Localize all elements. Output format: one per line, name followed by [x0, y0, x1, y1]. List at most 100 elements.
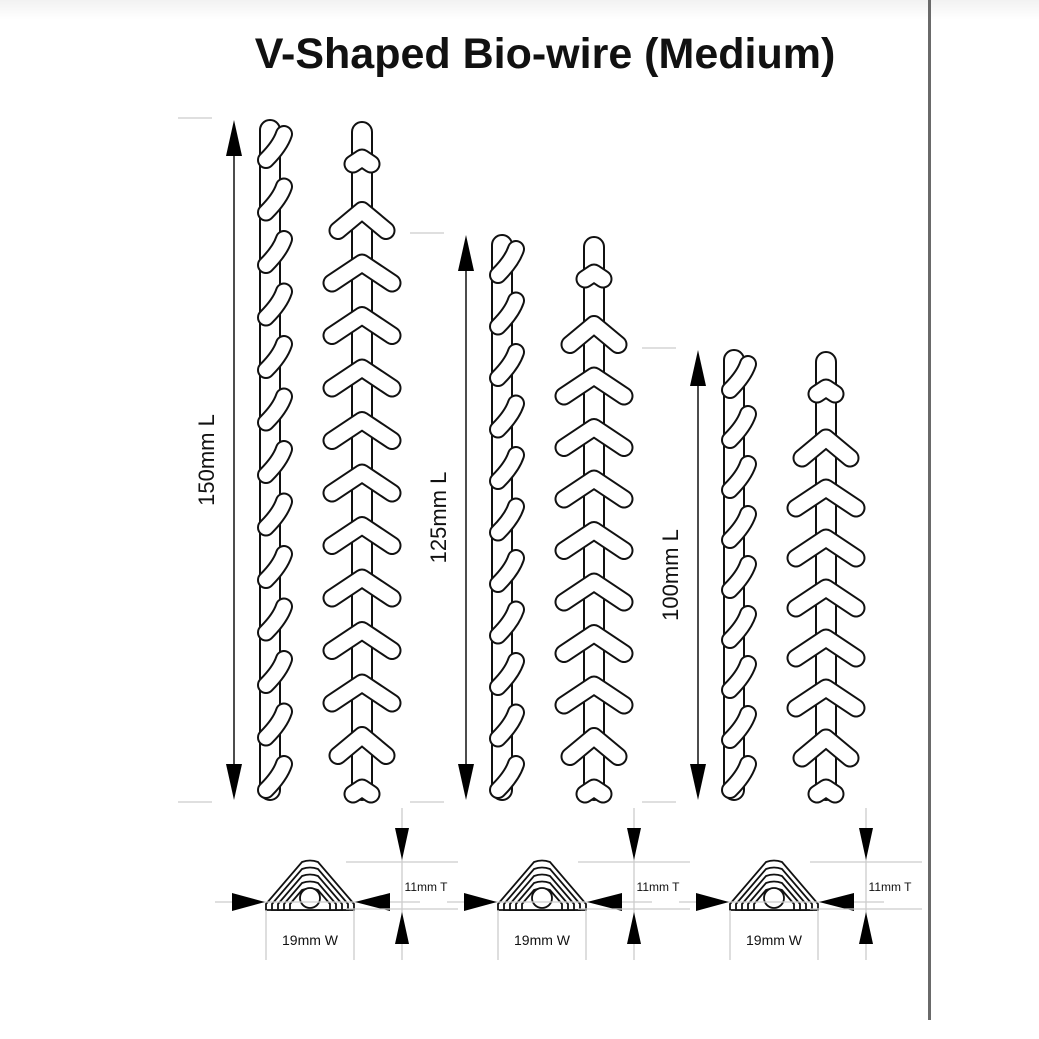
side-view-lobe-fill [723, 657, 755, 697]
length-label: 150mm L [194, 414, 219, 506]
side-view-lobe-fill [491, 345, 523, 385]
front-view-chevron-fill [809, 380, 843, 402]
side-view-lobe-fill [259, 494, 291, 535]
wire-group-2 [489, 234, 634, 804]
side-view-lobe-fill [259, 704, 291, 745]
thickness-arrow-up-icon [395, 912, 409, 944]
side-view-lobe-fill [723, 507, 755, 547]
side-view-lobe-fill [259, 284, 291, 325]
side-view-lobe-fill [491, 551, 523, 591]
front-view-chevron-fill [556, 523, 632, 558]
side-view-lobe-fill [259, 179, 291, 220]
side-view-lobe-fill [259, 547, 291, 587]
side-view-lobe-fill [723, 607, 755, 647]
thickness-arrow-up-icon [859, 912, 873, 944]
thickness-arrow-down-icon [627, 828, 641, 860]
front-view-chevron-fill [324, 623, 400, 658]
front-view-chevron-fill [324, 518, 400, 553]
length-arrow-up-icon [458, 235, 474, 271]
thickness-arrow-up-icon [627, 912, 641, 944]
front-view-chevron-fill [345, 150, 379, 172]
front-view-chevron-fill [556, 420, 632, 455]
front-view-chevron-fill [788, 580, 864, 616]
front-view-chevron-fill [556, 471, 632, 507]
front-view-chevron-fill [330, 728, 394, 763]
side-view-lobe-fill [723, 557, 755, 597]
side-view-lobe-fill [491, 705, 523, 746]
side-view-lobe-fill [491, 654, 523, 694]
width-label: 19mm W [746, 932, 803, 948]
thickness-label: 11mm T [869, 880, 913, 894]
side-view-lobe-fill [723, 357, 755, 397]
side-view-lobe-fill [491, 396, 523, 437]
thickness-arrow-down-icon [395, 828, 409, 860]
length-arrow-up-icon [226, 120, 242, 156]
side-view-lobe-fill [491, 242, 523, 282]
front-view-chevron-fill [556, 368, 632, 404]
front-view-chevron-fill [324, 675, 400, 711]
side-view-lobe-fill [259, 337, 291, 377]
front-view-chevron-fill [788, 630, 864, 666]
page-edge-divider [928, 0, 931, 1020]
front-view-chevron-fill [794, 430, 858, 466]
side-view-lobe-fill [259, 652, 291, 692]
cross-section-profile [729, 859, 819, 911]
diagram-title: V-Shaped Bio-wire (Medium) [254, 30, 836, 78]
front-view-chevron-fill [556, 626, 632, 661]
width-arrow-left-icon [355, 893, 390, 911]
side-view-lobe-fill [491, 757, 523, 797]
side-view-lobe-fill [259, 232, 291, 272]
cross-section-core [763, 887, 785, 909]
width-label: 19mm W [514, 932, 571, 948]
side-view-lobe-fill [491, 448, 523, 488]
length-label: 100mm L [658, 529, 683, 621]
front-view-chevron-fill [324, 360, 400, 396]
width-arrow-right-icon [232, 893, 265, 911]
side-view-lobe-fill [491, 293, 523, 334]
front-view-chevron-fill [577, 780, 611, 802]
width-label: 19mm W [282, 932, 339, 948]
front-view-chevron-fill [577, 265, 611, 287]
side-view-lobe-fill [723, 707, 755, 747]
side-view-lobe-fill [259, 442, 291, 482]
front-view-chevron-fill [794, 730, 858, 766]
width-arrow-right-icon [464, 893, 497, 911]
front-view-chevron-fill [809, 780, 843, 802]
side-view-lobe-fill [491, 602, 523, 643]
front-view-chevron-fill [556, 677, 632, 713]
cross-section-core [531, 887, 553, 909]
top-bar [0, 0, 1039, 20]
front-view-chevron-fill [324, 255, 400, 291]
length-label: 125mm L [426, 472, 451, 564]
front-view-chevron-fill [324, 570, 400, 606]
wire-group-1 [257, 119, 402, 804]
front-view-chevron-fill [562, 729, 626, 764]
wire-group-3 [721, 349, 866, 804]
thickness-label: 11mm T [405, 880, 449, 894]
side-view-lobe-fill [491, 499, 523, 540]
front-view-chevron-fill [330, 203, 394, 238]
thickness-label: 11mm T [637, 880, 681, 894]
length-arrow-up-icon [690, 350, 706, 386]
side-view-lobe-fill [259, 127, 291, 167]
side-view-lobe-fill [723, 407, 755, 447]
side-view-lobe-fill [259, 389, 291, 430]
front-view-chevron-fill [324, 308, 400, 343]
thickness-arrow-down-icon [859, 828, 873, 860]
front-view-chevron-fill [562, 317, 626, 352]
length-arrow-down-icon [690, 764, 706, 800]
width-arrow-left-icon [587, 893, 622, 911]
front-view-chevron-fill [324, 465, 400, 501]
side-view-lobe-fill [723, 757, 755, 797]
width-arrow-left-icon [819, 893, 854, 911]
side-view-lobe-fill [259, 599, 291, 640]
front-view-chevron-fill [345, 780, 379, 802]
width-arrow-right-icon [696, 893, 729, 911]
length-arrow-down-icon [458, 764, 474, 800]
cross-section-profile [497, 859, 587, 911]
length-arrow-down-icon [226, 764, 242, 800]
front-view-chevron-fill [788, 530, 864, 566]
cross-section-core [299, 887, 321, 909]
front-view-chevron-fill [788, 680, 864, 716]
